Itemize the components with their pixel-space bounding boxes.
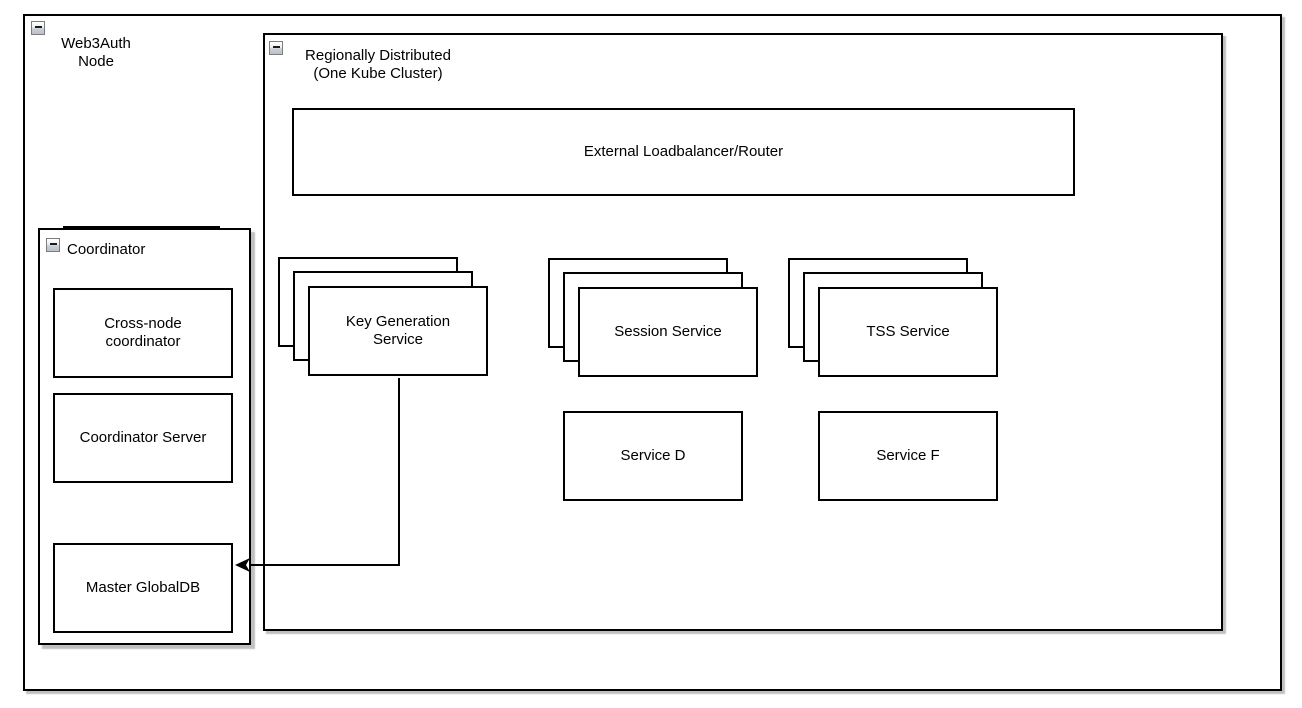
node-label: Service D — [620, 447, 686, 464]
container-coordinator[interactable]: Coordinator Cross-node coordinator Coord… — [38, 226, 251, 645]
node-key-generation-service[interactable]: Key Generation Service — [308, 286, 488, 376]
stack-session-service[interactable]: Session Service — [548, 258, 758, 378]
node-label: External Loadbalancer/Router — [583, 143, 784, 160]
node-master-globaldb[interactable]: Master GlobalDB — [53, 543, 233, 633]
node-label: Session Service — [614, 323, 722, 340]
node-label: Cross-node coordinator — [104, 315, 182, 350]
node-label: Key Generation Service — [345, 313, 451, 348]
node-label: Master GlobalDB — [85, 579, 201, 596]
node-session-service[interactable]: Session Service — [578, 287, 758, 377]
node-service-d[interactable]: Service D — [563, 411, 743, 501]
stack-key-generation-service[interactable]: Key Generation Service — [278, 257, 488, 377]
node-service-f[interactable]: Service F — [818, 411, 998, 501]
node-tss-service[interactable]: TSS Service — [818, 287, 998, 377]
container-label-regionally-distributed: Regionally Distributed (One Kube Cluster… — [305, 47, 451, 82]
container-label-coordinator: Coordinator — [67, 241, 146, 258]
node-coordinator-server[interactable]: Coordinator Server — [53, 393, 233, 483]
collapse-icon[interactable] — [269, 41, 283, 55]
minus-icon — [273, 46, 280, 48]
coordinator-top-border-accent — [63, 226, 220, 230]
minus-icon — [35, 26, 42, 28]
minus-icon — [50, 243, 57, 245]
collapse-icon[interactable] — [31, 21, 45, 35]
node-label: Service F — [876, 447, 940, 464]
node-label: Coordinator Server — [79, 429, 207, 446]
node-label: TSS Service — [866, 323, 950, 340]
node-external-loadbalancer[interactable]: External Loadbalancer/Router — [292, 108, 1075, 196]
stack-tss-service[interactable]: TSS Service — [788, 258, 998, 378]
container-label-web3auth-node: Web3Auth Node — [61, 35, 131, 70]
collapse-icon[interactable] — [46, 238, 60, 252]
node-cross-node-coordinator[interactable]: Cross-node coordinator — [53, 288, 233, 378]
